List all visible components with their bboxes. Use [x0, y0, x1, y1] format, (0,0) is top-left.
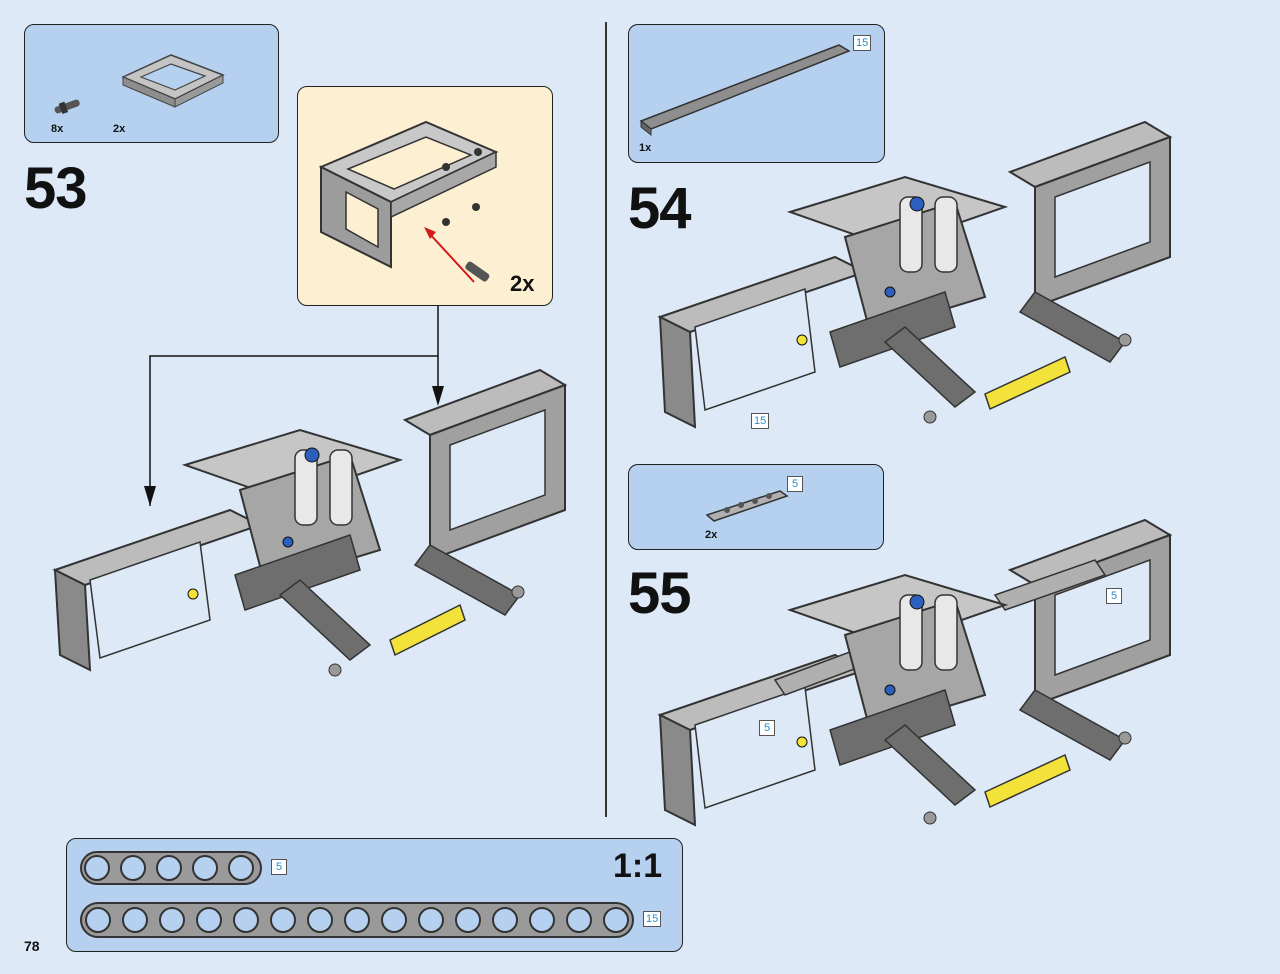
step55-model-tag-left: 5 [759, 720, 775, 736]
step53-subassembly-callout: 2x [297, 86, 553, 306]
column-divider [605, 22, 607, 817]
step53-part2-qty: 2x [113, 123, 126, 135]
step54-number: 54 [628, 176, 692, 241]
step54-part-tag: 15 [853, 35, 872, 51]
scale-guide-box: 5 1:1 15 [66, 838, 683, 952]
rectangular-frame-icon [121, 54, 225, 108]
step55-part-tag: 5 [787, 476, 803, 492]
beam-15-scale-illustration [80, 902, 634, 938]
step55-part-qty: 2x [705, 529, 718, 541]
step54-model-tag: 15 [751, 413, 770, 429]
beam-5-scale-illustration [80, 851, 262, 885]
callout-arrows [144, 306, 444, 506]
step53-parts-box: 8x 2x [24, 24, 279, 143]
beam-5-icon [705, 490, 789, 522]
step53-model-illustration [52, 368, 568, 677]
step54-model-illustration [657, 120, 1173, 429]
page-number: 78 [24, 938, 40, 954]
step53-part1-qty: 8x [51, 123, 64, 135]
step54-part-qty: 1x [639, 142, 652, 154]
scale-beam-5-tag: 5 [271, 859, 287, 875]
step55-model-illustration [657, 518, 1173, 827]
step55-number: 55 [628, 561, 692, 626]
subassembly-frame-illustration [318, 120, 499, 283]
step54-parts-box: 15 1x [628, 24, 885, 163]
step55-model-tag-right: 5 [1106, 588, 1122, 604]
beam-15-icon [639, 44, 851, 137]
step55-parts-box: 5 2x [628, 464, 884, 550]
pin-with-bushing-icon [54, 99, 80, 115]
subassembly-qty: 2x [510, 271, 535, 296]
scale-beam-15-tag: 15 [643, 911, 662, 927]
step53-number: 53 [24, 156, 88, 221]
scale-label: 1:1 [613, 847, 663, 885]
